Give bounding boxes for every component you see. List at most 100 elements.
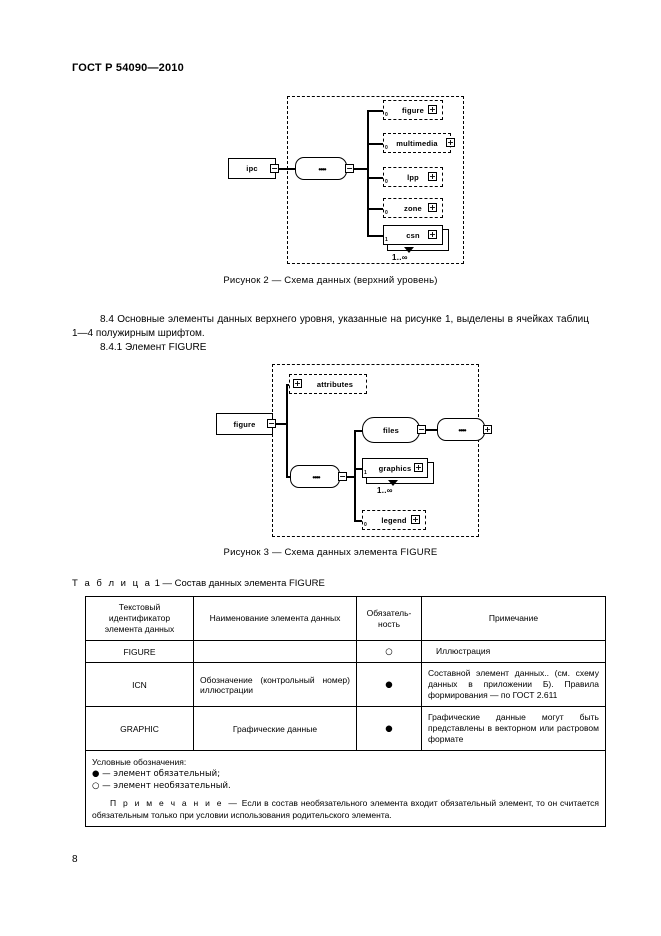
figure3-node-files-label: files <box>382 425 399 435</box>
row-figure-id: FIGURE <box>85 640 194 663</box>
figure3-node-legend[interactable]: legend <box>362 510 426 530</box>
row-graphic-name: Графические данные <box>193 706 357 751</box>
figure2-sequence-glyph: •••• <box>318 165 326 174</box>
figure3-attributes-expand-icon[interactable]: + <box>293 378 302 388</box>
figure2-branch-lpp <box>367 177 385 179</box>
figure3-legend-occurrence: 0 <box>364 522 367 528</box>
figure2-csn-expand-icon[interactable]: + <box>428 229 437 239</box>
figure-3-diagram: figure − attributes + •••• − files − •••… <box>216 364 492 537</box>
figure2-zone-expand-icon[interactable]: + <box>428 202 437 212</box>
table-legend-cell: Условные обозначения: ● — элемент обязат… <box>85 750 606 827</box>
figure3-files-sequence-glyph: •••• <box>458 426 466 435</box>
table-header-name: Наименование элемента данных <box>193 596 357 641</box>
figure2-csn-occurrence: 1 <box>385 237 388 243</box>
legend-title: Условные обозначения: <box>92 757 187 767</box>
legend-optional-symbol: ○ — элемент необязательный. <box>92 781 231 791</box>
figure3-sequence-node[interactable]: •••• <box>290 465 340 488</box>
figure2-branch-csn <box>367 235 385 237</box>
row-figure-required: ○ <box>356 640 422 663</box>
row-icn-id: ICN <box>85 662 194 707</box>
row-graphic-note: Графические данные могут быть представле… <box>421 706 606 751</box>
row-graphic-required: ● <box>356 706 422 751</box>
figure3-sequence-collapse-icon[interactable]: − <box>338 471 347 481</box>
figure3-figure-collapse-icon[interactable]: − <box>267 418 276 428</box>
table-row: ICN Обозначение (контрольный номер) иллю… <box>85 662 606 707</box>
figure2-branch-zone <box>367 208 385 210</box>
row-icn-name: Обозначение (контрольный номер) иллюстра… <box>193 662 357 707</box>
figure3-branch-sequence <box>286 476 292 478</box>
figure3-graphics-occurrence: 1 <box>364 470 367 476</box>
table-header-required-line2: ность <box>378 618 400 629</box>
table-header-note: Примечание <box>421 596 606 641</box>
figure2-node-csn-label: csn <box>406 230 420 240</box>
figure2-sequence-node[interactable]: •••• <box>295 157 347 180</box>
table-1: Текстовый идентификатор элемента данных … <box>85 596 606 827</box>
row-figure-note: Иллюстрация <box>421 640 606 663</box>
figure3-graphics-multiplicity: 1..∞ <box>377 486 393 495</box>
figure-2-diagram: ipc − •••• − figure 0 + multimedia 0 + l… <box>0 0 661 270</box>
figure2-node-zone-label: zone <box>404 203 422 213</box>
table-1-title-rest: 1 — Состав данных элемента FIGURE <box>151 578 325 589</box>
figure3-node-figure[interactable]: figure <box>216 413 273 435</box>
figure2-branch-figure <box>367 110 385 112</box>
row-icn-note: Составной элемент данных.. (см. схему да… <box>421 662 606 707</box>
legend-note-text: Если в состав необязательного элемента в… <box>92 798 599 820</box>
table-1-title: Т а б л и ц а 1 — Состав данных элемента… <box>72 578 325 589</box>
figure2-node-ipc-label: ipc <box>246 164 258 173</box>
figure2-node-lpp-label: lpp <box>407 172 419 182</box>
figure3-files-collapse-icon[interactable]: − <box>417 424 426 434</box>
figure3-node-graphics[interactable]: graphics <box>362 458 428 478</box>
figure3-connector-seq <box>347 476 355 478</box>
legend-required-symbol: ● — элемент обязательный; <box>92 769 221 779</box>
figure2-figure-expand-icon[interactable]: + <box>428 104 437 114</box>
table-legend-row: Условные обозначения: ● — элемент обязат… <box>85 750 606 827</box>
figure3-legend-expand-icon[interactable]: + <box>411 514 420 524</box>
figure3-branch-graphics <box>354 468 364 470</box>
table-row: GRAPHIC Графические данные ● Графические… <box>85 706 606 751</box>
figure-3-caption: Рисунок 3 — Схема данных элемента FIGURE <box>223 547 438 558</box>
table-header-required: Обязатель- ность <box>356 596 422 641</box>
figure-2-caption: Рисунок 2 — Схема данных (верхний уровен… <box>223 275 438 286</box>
figure3-node-attributes-label: attributes <box>316 379 354 389</box>
figure2-csn-multiplicity-arrow <box>404 247 414 253</box>
figure3-graphics-expand-icon[interactable]: + <box>414 462 423 472</box>
figure3-branch-files <box>354 430 364 432</box>
row-figure-name <box>193 640 357 663</box>
figure3-connector-root <box>276 423 287 425</box>
figure2-branch-multimedia <box>367 143 385 145</box>
figure2-multimedia-expand-icon[interactable]: + <box>446 137 455 147</box>
legend-note: П р и м е ч а н и е — Если в состав необ… <box>92 797 599 821</box>
figure2-sequence-collapse-icon[interactable]: − <box>345 163 354 173</box>
figure3-node-graphics-label: graphics <box>378 463 412 473</box>
figure3-files-sequence-expand-icon[interactable]: + <box>483 424 492 434</box>
figure3-node-legend-label: legend <box>381 515 407 525</box>
figure2-figure-occurrence: 0 <box>385 112 388 118</box>
figure3-node-figure-label: figure <box>233 419 256 429</box>
row-graphic-id: GRAPHIC <box>85 706 194 751</box>
figure3-files-sequence-node[interactable]: •••• <box>437 418 485 441</box>
figure2-node-figure-label: figure <box>401 105 425 115</box>
figure3-graphics-multiplicity-arrow <box>388 480 398 486</box>
figure3-trunk <box>286 384 288 476</box>
row-icn-required: ● <box>356 662 422 707</box>
document-header: ГОСТ Р 54090—2010 <box>72 62 184 74</box>
table-row: FIGURE ○ Иллюстрация <box>85 640 606 663</box>
figure3-sequence-glyph: •••• <box>312 473 320 482</box>
figure2-lpp-expand-icon[interactable]: + <box>428 171 437 181</box>
figure2-connector-2 <box>354 168 368 170</box>
figure2-lpp-occurrence: 0 <box>385 179 388 185</box>
figure3-outer-frame <box>272 364 479 537</box>
figure2-multimedia-occurrence: 0 <box>385 145 388 151</box>
figure2-node-multimedia-label: multimedia <box>396 138 438 148</box>
figure2-csn-multiplicity: 1..∞ <box>392 253 408 262</box>
table-header-id: Текстовый идентификатор элемента данных <box>85 596 194 641</box>
page-number: 8 <box>72 854 78 865</box>
figure3-node-attributes[interactable]: attributes <box>289 374 367 394</box>
table-header-required-line1: Обязатель- <box>366 607 412 618</box>
figure3-node-files[interactable]: files <box>362 417 420 443</box>
figure2-connector-1 <box>279 168 295 170</box>
figure2-zone-occurrence: 0 <box>385 210 388 216</box>
figure2-ipc-collapse-icon[interactable]: − <box>270 163 279 173</box>
table-header-row: Текстовый идентификатор элемента данных … <box>85 596 606 641</box>
